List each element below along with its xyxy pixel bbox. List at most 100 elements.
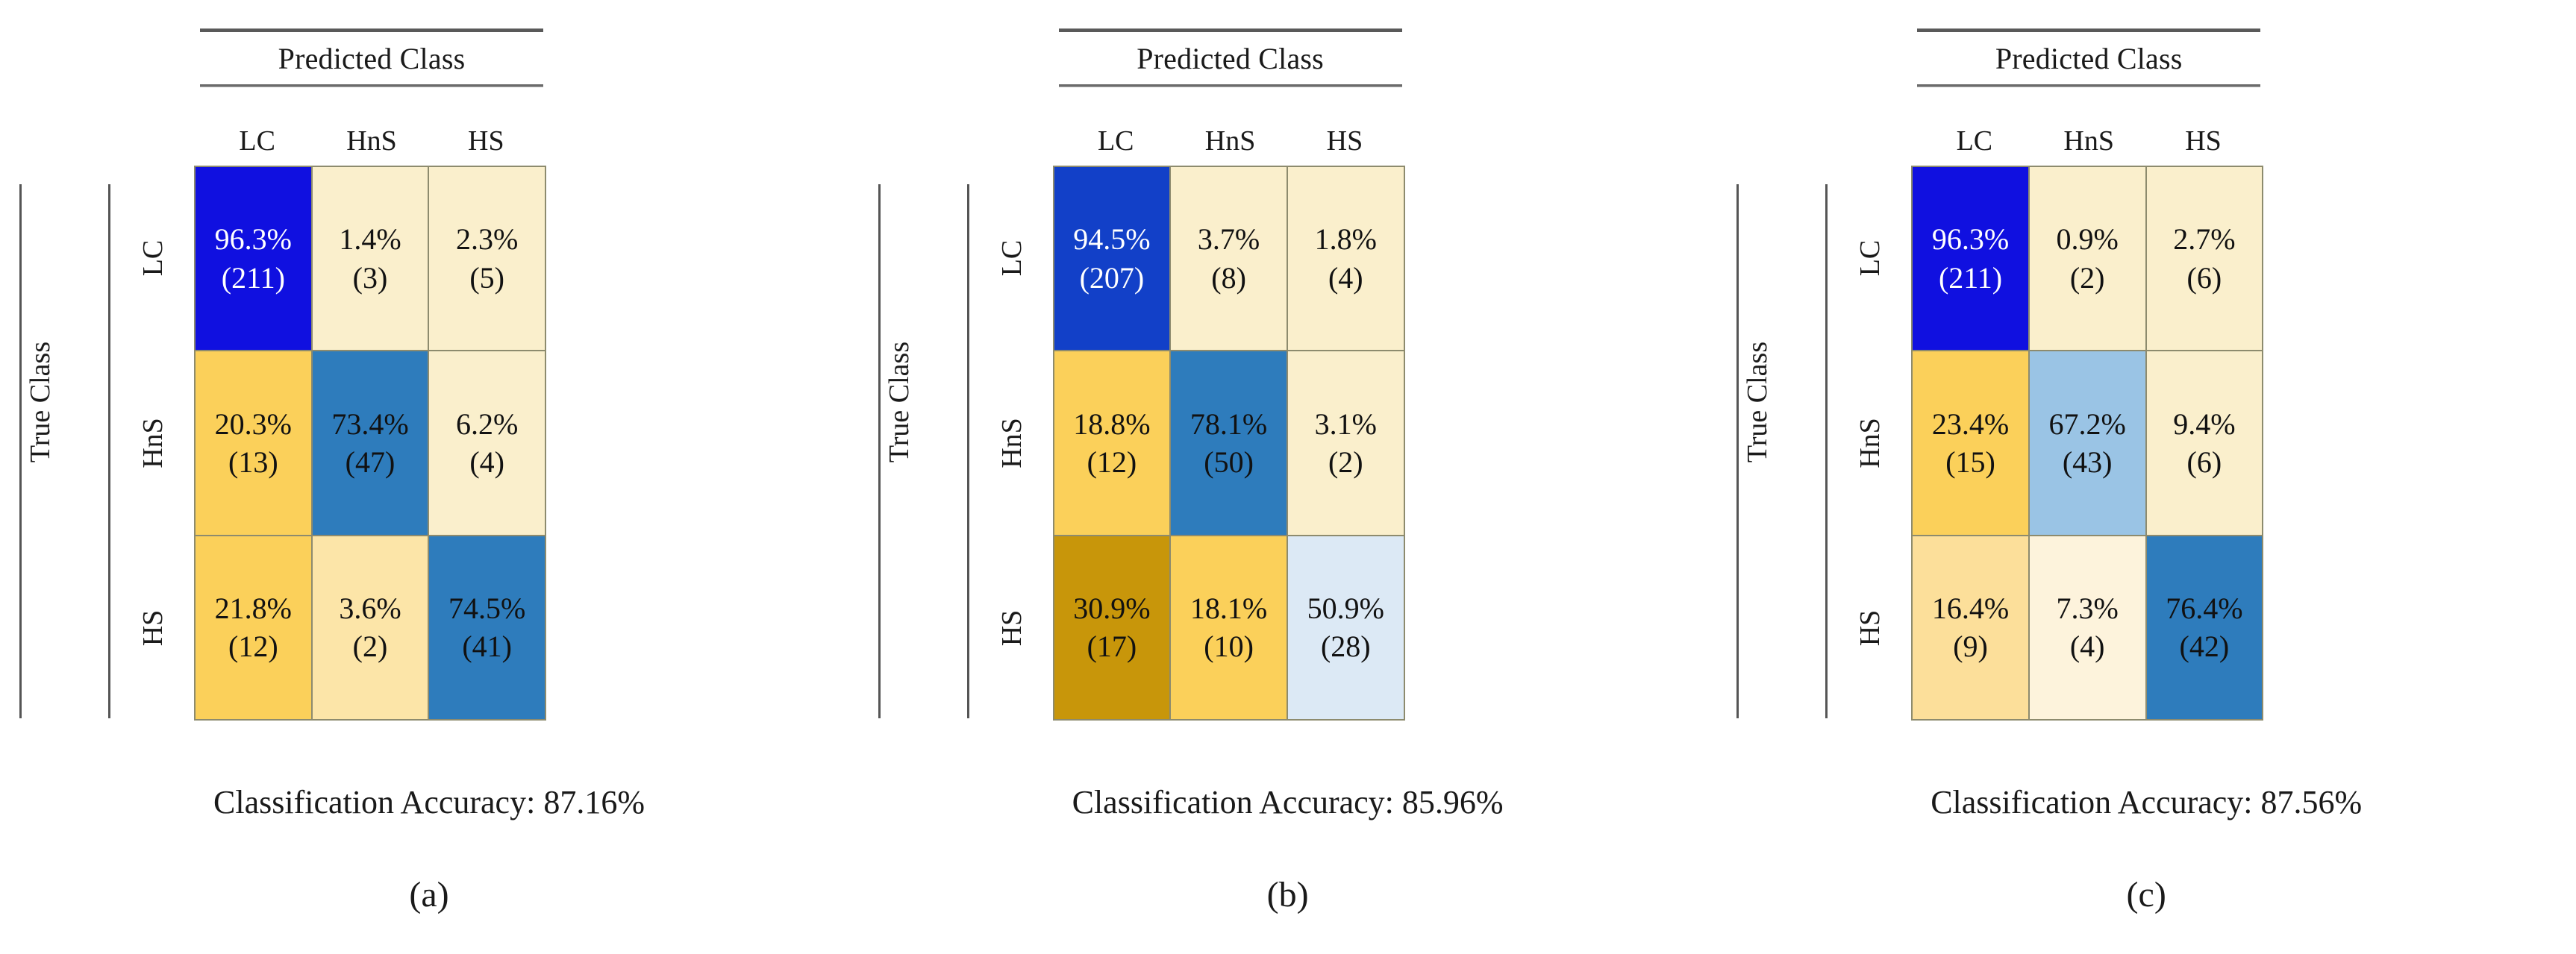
cell-percentage: 2.7% — [2173, 222, 2236, 257]
row-label-cell: HS — [119, 536, 187, 721]
matrix-cell: 73.4% (47) — [312, 351, 428, 535]
predicted-class-header: Predicted Class — [1058, 28, 1402, 87]
cell-count: (17) — [1087, 630, 1137, 664]
cell-percentage: 16.4% — [1931, 591, 2010, 626]
cell-percentage: 1.4% — [339, 222, 401, 257]
matrix-cell: 0.9%(2) — [2029, 167, 2145, 351]
row-label-cell: HS — [1836, 536, 1904, 721]
cell-percentage: 7.3% — [2056, 591, 2119, 626]
matrix-cell: 7.3% (4) — [2029, 536, 2145, 719]
column-label-hns: HnS — [346, 125, 397, 157]
cell-percentage: 18.8% — [1073, 407, 1151, 441]
panel-letter: (a) — [409, 875, 449, 914]
cell-count: (41) — [462, 630, 512, 664]
cell-percentage: 21.8% — [214, 591, 292, 626]
predicted-class-label: Predicted Class — [278, 42, 466, 75]
matrix-cell: 9.4% (6) — [2146, 351, 2263, 535]
row-label-axis-line — [966, 184, 969, 718]
cell-percentage: 50.9% — [1307, 591, 1384, 626]
cell-count: (3) — [352, 260, 388, 295]
cell-percentage: 1.8% — [1314, 222, 1377, 257]
cell-count: (47) — [345, 445, 396, 479]
predicted-class-header: Predicted Class — [1917, 28, 2261, 87]
true-class-axis-line — [1736, 184, 1739, 718]
row-label-lc: LC — [995, 239, 1028, 277]
row-label-cell: LC — [978, 166, 1045, 351]
cell-count: (211) — [1938, 260, 2003, 295]
cell-percentage: 0.9% — [2056, 222, 2119, 257]
cell-percentage: 9.4% — [2173, 407, 2236, 441]
predicted-class-header: Predicted Class — [200, 28, 543, 87]
cell-percentage: 18.1% — [1189, 591, 1268, 626]
cell-count: (50) — [1204, 445, 1254, 479]
row-label-hns: HnS — [995, 418, 1028, 468]
cell-count: (5) — [469, 260, 504, 295]
cell-percentage: 96.3% — [214, 222, 292, 257]
row-label-lc: LC — [1854, 239, 1886, 277]
cell-count: (4) — [2069, 630, 2105, 664]
row-label-hns: HnS — [1854, 418, 1886, 468]
cell-percentage: 76.4% — [2166, 591, 2243, 626]
matrix-cell: 23.4%(15) — [1913, 351, 2028, 535]
cell-percentage: 73.4% — [331, 407, 409, 441]
row-label-column: LC HnS HS — [1836, 166, 1904, 721]
matrix-cell: 21.8% (12) — [196, 536, 311, 719]
matrix-cell: 16.4% (9) — [1913, 536, 2028, 719]
matrix-cell: 3.1% (2) — [1287, 351, 1404, 535]
cell-count: (211) — [221, 260, 285, 295]
matrix-cell: 18.8%(12) — [1054, 351, 1170, 535]
matrix-cell: 1.4%(3) — [312, 167, 428, 351]
row-label-cell: LC — [119, 166, 187, 351]
header-bottom-rule — [1917, 84, 2261, 87]
cell-count: (207) — [1079, 260, 1145, 295]
header-bottom-rule — [200, 84, 543, 87]
row-label-cell: HnS — [1836, 351, 1904, 536]
matrix-cell: 74.5% (41) — [429, 536, 545, 719]
cell-count: (28) — [1320, 630, 1371, 664]
classification-accuracy-caption: Classification Accuracy: 87.56% — [1931, 784, 2363, 820]
classification-accuracy-caption: Classification Accuracy: 85.96% — [1072, 784, 1504, 820]
column-label-hs: HS — [2185, 125, 2222, 157]
cell-percentage: 74.5% — [448, 591, 526, 626]
cell-count: (6) — [2186, 445, 2222, 479]
cell-count: (10) — [1204, 630, 1254, 664]
cell-percentage: 78.1% — [1189, 407, 1268, 441]
cell-percentage: 20.3% — [214, 407, 292, 441]
confusion-matrix-grid: 96.3%(211)0.9%(2)2.7%(6)23.4%(15)67.2%(4… — [1911, 166, 2264, 721]
row-label-axis-line — [108, 184, 110, 718]
header-bottom-rule — [1058, 84, 1402, 87]
cell-count: (9) — [1953, 630, 1988, 664]
cell-count: (2) — [1328, 445, 1363, 479]
cell-count: (15) — [1945, 445, 1995, 479]
row-label-hns: HnS — [137, 418, 169, 468]
cell-percentage: 3.1% — [1314, 407, 1377, 441]
matrix-cell: 3.7%(8) — [1171, 167, 1287, 351]
confusion-matrix-grid: 96.3%(211)1.4%(3)2.3%(5)20.3%(13)73.4%(4… — [194, 166, 546, 721]
cell-count: (43) — [2062, 445, 2113, 479]
true-class-label: True Class — [883, 341, 915, 463]
cell-count: (12) — [228, 630, 278, 664]
cell-percentage: 96.3% — [1931, 222, 2010, 257]
predicted-class-label: Predicted Class — [1137, 42, 1324, 75]
matrix-cell: 76.4% (42) — [2146, 536, 2263, 719]
matrix-cell: 78.1% (50) — [1171, 351, 1287, 535]
cell-count: (42) — [2179, 630, 2230, 664]
matrix-cell: 6.2%(4) — [429, 351, 545, 535]
column-label-hs: HS — [1326, 125, 1363, 157]
matrix-cell: 96.3%(211) — [1913, 167, 2028, 351]
cell-count: (6) — [2186, 260, 2222, 295]
cell-count: (2) — [2069, 260, 2105, 295]
cell-count: (4) — [469, 445, 504, 479]
true-class-label: True Class — [1742, 341, 1774, 463]
cell-percentage: 3.7% — [1197, 222, 1260, 257]
row-label-cell: LC — [1836, 166, 1904, 351]
matrix-cell: 94.5%(207) — [1054, 167, 1170, 351]
row-label-cell: HnS — [119, 351, 187, 536]
matrix-cell: 2.7%(6) — [2146, 167, 2263, 351]
column-label-hns: HnS — [1204, 125, 1256, 157]
